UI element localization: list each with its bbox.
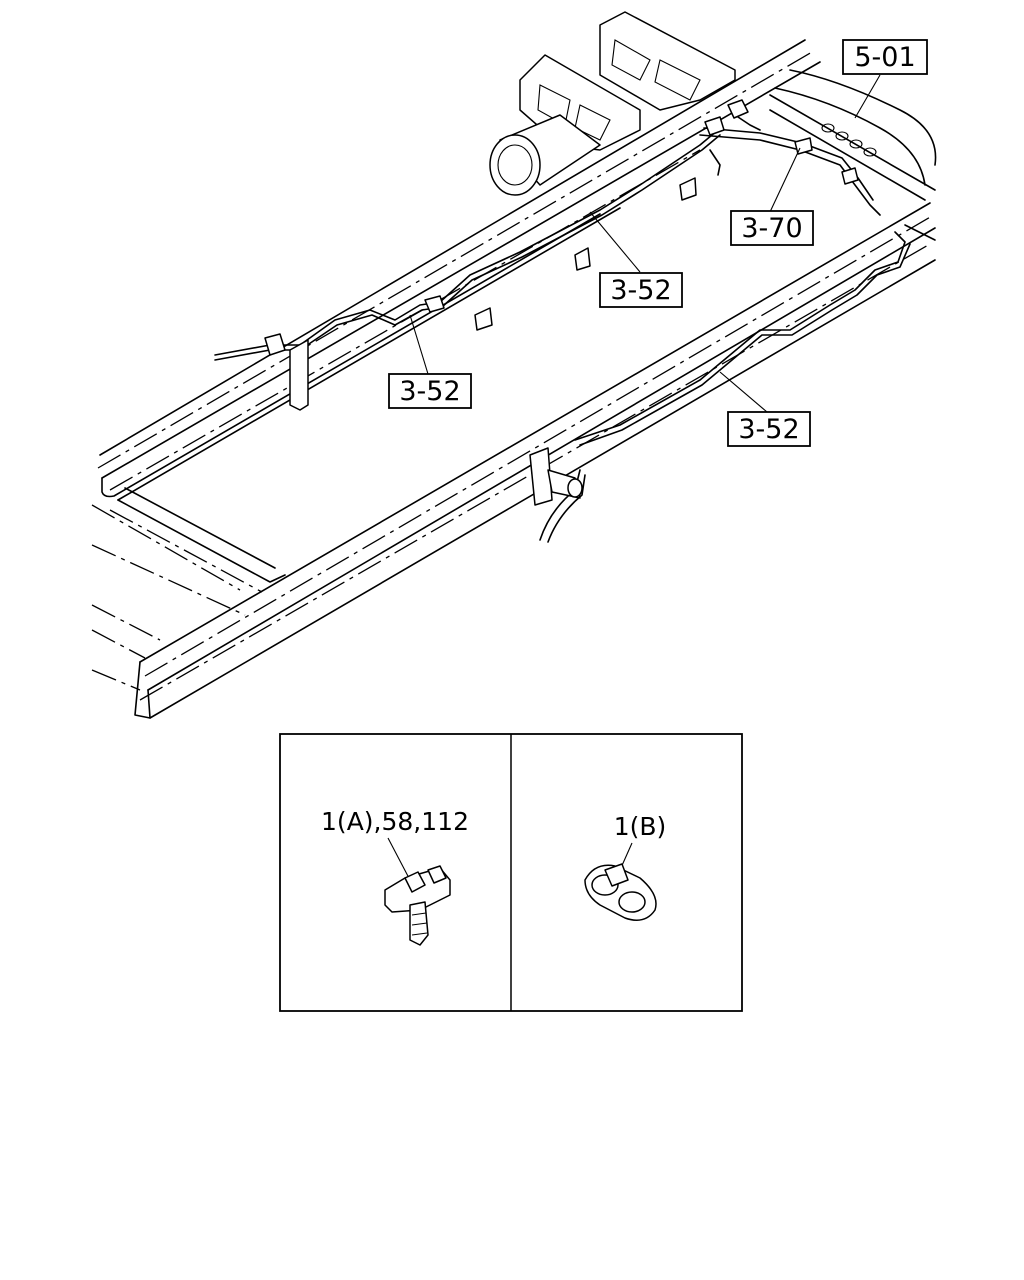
clip-b-icon — [584, 863, 657, 921]
callout-label: 3-52 — [738, 414, 799, 445]
callout-3-52-front[interactable]: 3-52 — [388, 373, 472, 409]
callout-3-52-lower[interactable]: 3-52 — [727, 411, 811, 447]
clip-detail-inset: 1(A),58,112 1(B) — [279, 733, 743, 1012]
spare-carrier-brackets — [489, 11, 736, 196]
brake-pipes — [214, 99, 911, 543]
leader-lines — [409, 74, 881, 413]
inset-left-label: 1(A),58,112 — [321, 807, 469, 836]
callout-label: 3-70 — [741, 213, 802, 244]
callout-3-70[interactable]: 3-70 — [730, 210, 814, 246]
callout-label: 3-52 — [399, 376, 460, 407]
rear-crossmember — [774, 69, 937, 186]
callout-label: 5-01 — [854, 42, 915, 73]
clip-a-icon — [384, 865, 451, 946]
callout-5-01[interactable]: 5-01 — [842, 39, 928, 75]
callout-3-52-upper[interactable]: 3-52 — [599, 272, 683, 308]
callout-label: 3-52 — [610, 275, 671, 306]
inset-right-label: 1(B) — [614, 812, 667, 841]
